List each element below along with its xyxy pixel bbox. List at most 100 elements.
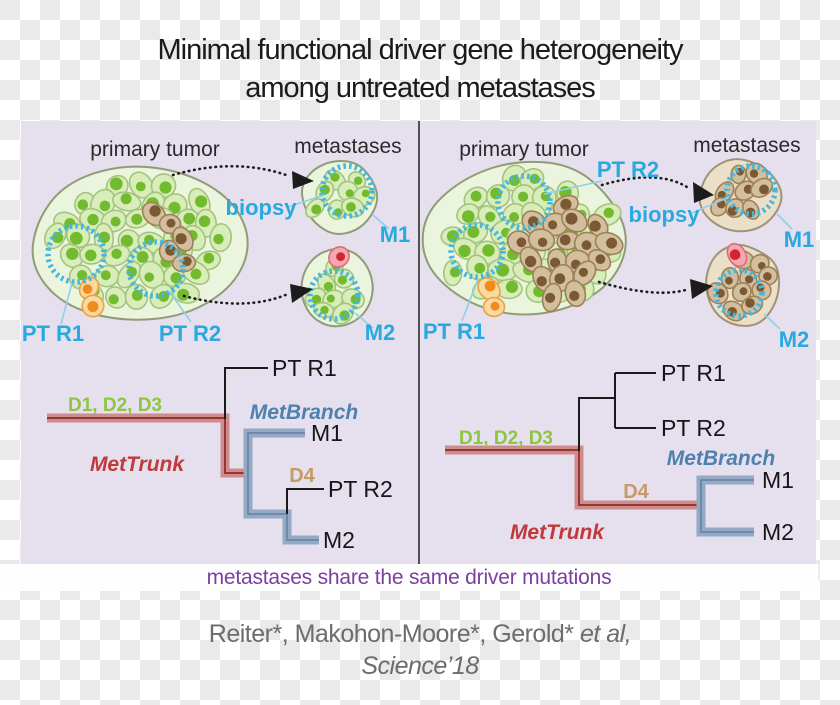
- cell-nucleus: [82, 284, 93, 294]
- cell-nucleus: [518, 191, 529, 202]
- cell-nucleus: [110, 216, 121, 227]
- m2-label: M2: [365, 320, 396, 345]
- cell-nucleus: [144, 234, 155, 245]
- tree-tip-pt-r1: PT R1: [661, 360, 726, 386]
- connector-line: [691, 196, 730, 214]
- arrowhead-icon: [690, 279, 713, 299]
- cell-nucleus: [87, 301, 99, 313]
- cell-nucleus: [537, 237, 548, 247]
- tree-tip-m2: M2: [323, 527, 355, 553]
- cell-nucleus: [354, 176, 363, 185]
- cell-nucleus: [99, 200, 111, 212]
- primary-tumor-label: primary tumor: [90, 138, 220, 161]
- citation-journal-line: Science’18: [0, 650, 840, 682]
- cell-nucleus: [165, 244, 177, 256]
- tree-tip-pt-r1: PT R1: [272, 355, 337, 381]
- cell-nucleus: [131, 213, 143, 225]
- caption-text: metastases share the same driver mutatio…: [206, 566, 612, 589]
- pt-r1-label: PT R1: [22, 321, 84, 346]
- cell-nucleus: [467, 226, 480, 238]
- connector-line: [372, 214, 390, 230]
- cell-nucleus: [345, 189, 354, 198]
- cell-nucleus: [77, 199, 89, 210]
- met-trunk-line: [445, 449, 701, 506]
- biopsy-circle-m1: [724, 163, 778, 217]
- cell-nucleus: [560, 198, 572, 210]
- cell-nucleus: [203, 252, 215, 264]
- left-panel-illustration: primary tumor metastases biopsy PT R1 PT…: [22, 135, 410, 553]
- cell-nucleus: [725, 276, 733, 285]
- panel-divider: [418, 121, 420, 564]
- met-branch-line: [700, 479, 754, 533]
- cell-nucleus: [136, 251, 149, 263]
- cell-nucleus: [745, 275, 754, 284]
- cell-nucleus: [69, 231, 83, 245]
- cell-nucleus: [144, 272, 154, 282]
- citation: Reiter*, Makohon-Moore*, Gerold* et al, …: [0, 618, 840, 682]
- cell-nucleus: [606, 237, 618, 249]
- cell-nucleus: [449, 266, 461, 278]
- cell-nucleus: [496, 263, 510, 277]
- cell-nucleus: [548, 220, 558, 230]
- cell-nucleus: [581, 240, 592, 251]
- cell-nucleus: [509, 212, 520, 223]
- cell-nucleus: [323, 281, 334, 292]
- cell-nucleus: [311, 204, 322, 215]
- cell-nucleus: [198, 215, 211, 228]
- cell-nucleus: [603, 207, 614, 218]
- cell-nucleus: [181, 256, 192, 267]
- biopsy-circle-m2: [713, 267, 765, 319]
- cell-nucleus: [109, 177, 123, 191]
- tree-tip-m2: M2: [762, 519, 794, 545]
- cell-nucleus: [763, 272, 772, 281]
- cell-nucleus: [589, 220, 601, 232]
- figure-title: Minimal functional driver gene heterogen…: [0, 31, 840, 107]
- cell-nucleus: [330, 172, 340, 182]
- metastasis-arrow: [182, 292, 290, 305]
- figure-title-line2: among untreated metastases: [245, 72, 596, 104]
- biopsy-circle-m1: [319, 163, 375, 219]
- cell-nucleus: [77, 270, 88, 281]
- met-branch-line: [247, 432, 319, 541]
- tree-tip-m1: M1: [762, 467, 794, 493]
- cell-nucleus: [739, 287, 748, 296]
- connector-line: [60, 282, 73, 325]
- cell-nucleus: [595, 254, 606, 265]
- trunk-drivers-label: D1, D2, D3: [459, 428, 553, 449]
- biopsy-circle-pt-r1: [448, 222, 506, 280]
- cell-nucleus: [458, 244, 471, 258]
- primary-tumor-label: primary tumor: [459, 138, 589, 161]
- d4-label: D4: [289, 465, 315, 487]
- cell-nucleus: [87, 213, 99, 226]
- cell-nucleus: [559, 234, 571, 246]
- cell-nucleus: [545, 292, 556, 303]
- cell-nucleus: [505, 280, 518, 293]
- citation-authors: Reiter*, Makohon-Moore*, Gerold*: [208, 620, 574, 648]
- cell-nucleus: [516, 237, 527, 248]
- met-branch-label: MetBranch: [667, 447, 776, 470]
- connector-line: [776, 213, 793, 230]
- connector-line: [287, 194, 325, 208]
- pt-r2-label: PT R2: [597, 157, 659, 182]
- cell-nucleus: [729, 249, 741, 260]
- cell-nucleus: [336, 252, 345, 262]
- cell-nucleus: [569, 290, 580, 301]
- cell-nucleus: [190, 268, 202, 280]
- pt-r1-label: PT R1: [423, 319, 485, 344]
- connector-line: [543, 180, 603, 195]
- cell-nucleus: [745, 298, 755, 308]
- biopsy-circle-pt-r2: [126, 239, 186, 299]
- cell-nucleus: [175, 233, 187, 245]
- cell-nucleus: [149, 205, 161, 217]
- cell-nucleus: [550, 257, 561, 268]
- biopsy-circle-pt-r1: [45, 223, 107, 285]
- cell-nucleus: [183, 212, 196, 225]
- cell-nucleus: [485, 211, 496, 222]
- left-tumor-cells: [31, 160, 379, 328]
- cell-nucleus: [177, 288, 190, 301]
- cell-nucleus: [120, 193, 132, 205]
- caption-band: metastases share the same driver mutatio…: [0, 564, 818, 591]
- trunk-drivers-label: D1, D2, D3: [68, 395, 162, 416]
- arrowhead-icon: [292, 171, 314, 189]
- metastasis-arrow: [600, 176, 692, 191]
